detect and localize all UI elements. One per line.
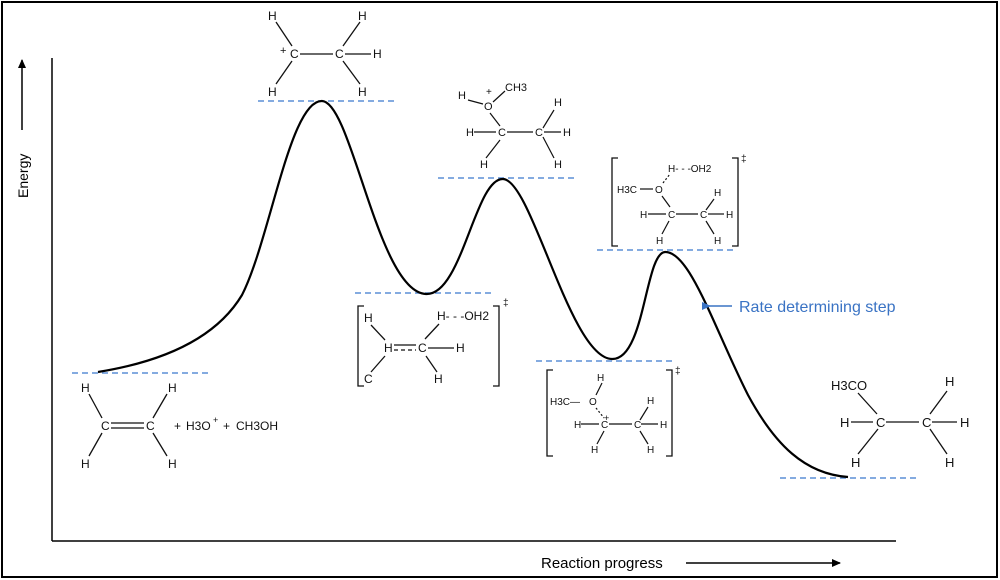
hydronium-formula: H3O (186, 419, 211, 433)
atom-h: H (656, 236, 663, 247)
atom-h: H (268, 9, 277, 23)
atom-h: H (945, 374, 954, 389)
methanol-formula: CH3OH (236, 419, 278, 433)
oxonium-charge: + (486, 87, 492, 98)
ts-dagger: ‡ (675, 366, 681, 377)
carbocation-structure: H H + C C H H H (268, 9, 382, 99)
atom-h: H (168, 381, 177, 395)
atom-h: H (373, 47, 382, 61)
atom-h: H (168, 457, 177, 471)
atom-h: H (364, 311, 373, 325)
atom-c: C (101, 419, 110, 433)
methyl-group: H3C— (550, 397, 580, 408)
atom-c: C (700, 210, 707, 221)
atom-h: H (714, 188, 721, 199)
atom-c: C (668, 210, 675, 221)
atom-h: H (358, 9, 367, 23)
atom-h: H (466, 127, 474, 139)
atom-h: H (434, 372, 443, 386)
product-structure: H3CO H C C H H H H (831, 374, 969, 470)
atom-h: H (945, 455, 954, 470)
atom-h: H (640, 210, 647, 221)
atom-c: C (290, 47, 299, 61)
atom-c: C (535, 127, 543, 139)
partial-charge: + (604, 413, 609, 423)
methoxy-group: H3CO (831, 378, 867, 393)
oxonium-structure: H + O CH3 H C C H H H H (458, 82, 571, 171)
atom-h: H (563, 127, 571, 139)
atom-c: C (634, 420, 641, 431)
atom-o: O (484, 101, 493, 113)
hydronium-charge: + (213, 415, 218, 425)
plus-sign: + (223, 419, 230, 433)
atom-h: H (647, 445, 654, 456)
ts-dagger: ‡ (741, 154, 747, 165)
atom-o: O (589, 397, 597, 408)
y-axis-label: Energy (15, 154, 31, 198)
atom-h: H (960, 415, 969, 430)
atom-h: H (480, 159, 488, 171)
rate-step-label: Rate determining step (739, 299, 896, 316)
x-axis-label: Reaction progress (541, 555, 663, 572)
atom-c: H (384, 341, 393, 355)
atom-h: H (714, 236, 721, 247)
atom-h: H (268, 85, 277, 99)
ts2-structure: ‡ H H3C— O H + C C H H H H (546, 366, 681, 457)
partial-water: H- - -OH2 (437, 309, 489, 323)
ts-dagger: ‡ (503, 298, 509, 309)
atom-h: H (574, 420, 581, 431)
reaction-curve (97, 99, 849, 479)
energy-levels (72, 100, 918, 479)
methyl-group: CH3 (505, 82, 527, 94)
atom-h: H (554, 159, 562, 171)
atom-h: H (851, 455, 860, 470)
methyl-group: H3C (617, 185, 637, 196)
reactants-structure: H H C C H H + H3O + + CH3OH (81, 381, 278, 471)
atom-h: C (364, 372, 373, 386)
atom-c: C (876, 415, 885, 430)
atom-h: H (840, 415, 849, 430)
atom-h: H (591, 445, 598, 456)
cation-charge: + (280, 45, 286, 57)
atom-c: C (601, 420, 608, 431)
atom-c: C (418, 341, 427, 355)
atom-h: H (81, 457, 90, 471)
atom-o: O (655, 185, 663, 196)
atom-h: H (660, 420, 667, 431)
atom-h: H (597, 373, 604, 384)
atom-h: H (358, 85, 367, 99)
atom-c: C (922, 415, 931, 430)
atom-c: C (498, 127, 506, 139)
atom-c: C (335, 47, 344, 61)
atom-h: H (554, 97, 562, 109)
atom-h: H (726, 210, 733, 221)
atom-h: H (81, 381, 90, 395)
oxonium-h: H (458, 90, 466, 102)
atom-c: C (146, 419, 155, 433)
atom-h: H (456, 341, 465, 355)
plus-sign: + (174, 419, 181, 433)
ts1-structure: ‡ H H C C H H H- - -OH2 (357, 298, 509, 387)
partial-water: H- - -OH2 (668, 164, 712, 175)
ts3-structure: ‡ H- - -OH2 H3C O H C C H H H H (611, 154, 747, 247)
atom-h: H (647, 396, 654, 407)
